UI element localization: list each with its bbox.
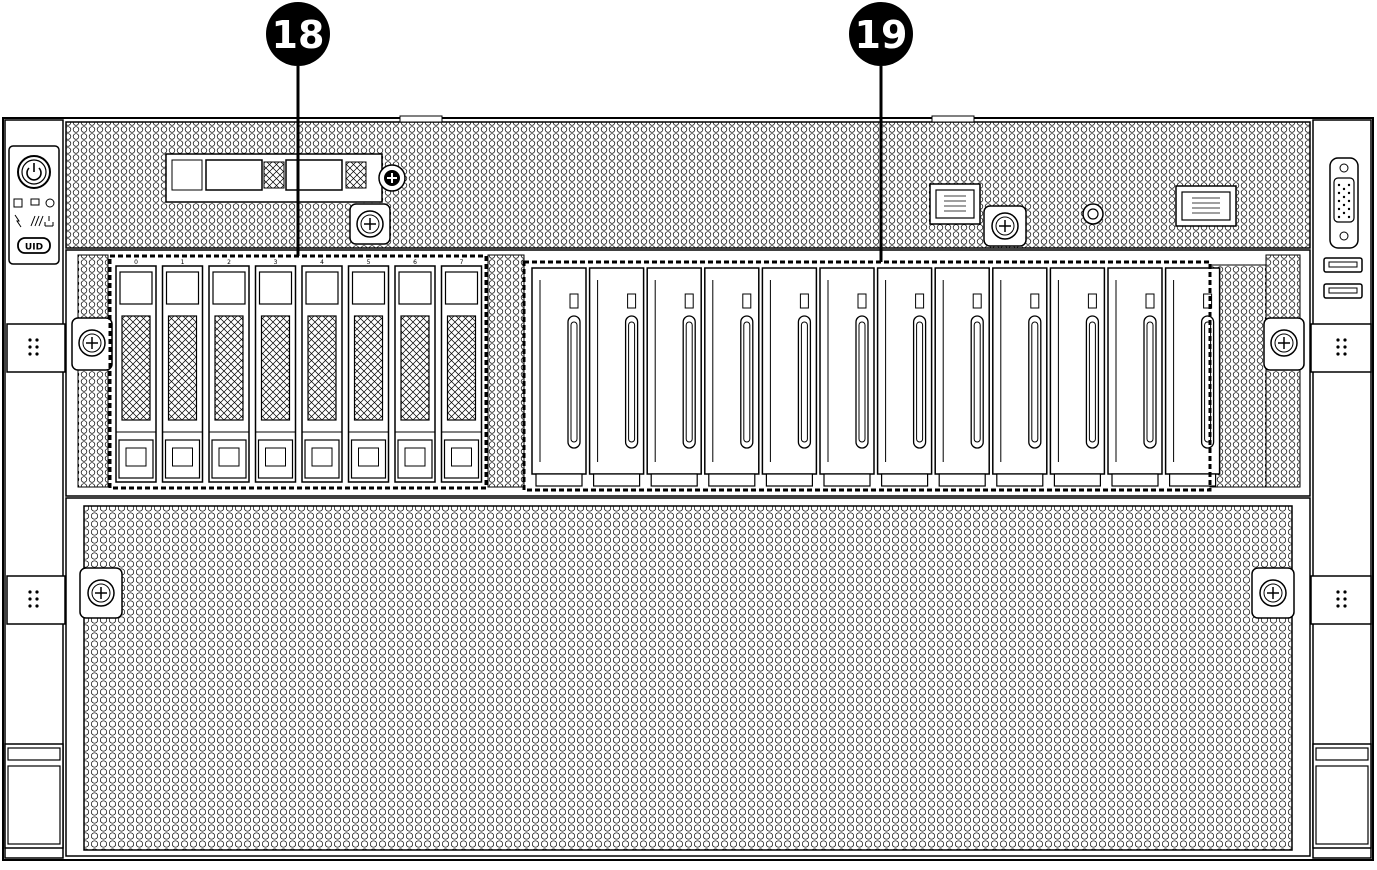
ocp-module[interactable] <box>165 153 383 203</box>
bay-number-label: 6 <box>413 259 417 266</box>
status-led-icons <box>13 198 55 228</box>
left-ear-latch-upper[interactable] <box>6 323 66 373</box>
thumbscrew-icon-7[interactable] <box>1251 567 1295 619</box>
large-drive-bay-2[interactable] <box>588 267 645 487</box>
pinhole-button-icon[interactable] <box>1082 203 1104 225</box>
uid-label: UID <box>25 243 43 253</box>
bay-number-label: 4 <box>320 259 324 266</box>
small-drive-bay-0[interactable]: 0 <box>115 259 157 483</box>
thumbscrew-icon[interactable] <box>378 164 406 192</box>
large-drive-bay-5[interactable] <box>761 267 818 487</box>
large-drive-bay-3[interactable] <box>646 267 702 487</box>
large-drive-bay-6[interactable] <box>819 267 875 487</box>
large-drive-bay-11[interactable] <box>1107 267 1163 487</box>
small-drive-bay-5[interactable]: 5 <box>347 259 390 483</box>
bottom-vent-panel <box>65 497 1311 857</box>
large-drive-bay-7[interactable] <box>876 267 933 487</box>
large-drive-bay-9[interactable] <box>992 267 1048 487</box>
thumbscrew-icon-2[interactable] <box>349 203 391 245</box>
thumbscrew-icon-6[interactable] <box>79 567 123 619</box>
vga-port-icon[interactable] <box>1329 157 1359 249</box>
left-ear-latch-lower[interactable] <box>6 575 66 625</box>
right-rack-ear <box>1310 119 1372 859</box>
large-drive-bay-10[interactable] <box>1049 267 1106 487</box>
bay-number-label: 1 <box>181 259 185 266</box>
bay-number-label: 2 <box>227 259 231 266</box>
power-button-icon[interactable] <box>17 155 51 189</box>
top-io-panel <box>65 115 1311 249</box>
right-ear-latch-lower[interactable] <box>1310 575 1372 625</box>
bay-number-label: 5 <box>367 259 371 266</box>
small-drive-bay-6[interactable]: 6 <box>394 259 436 483</box>
callout-19-label: 19 <box>855 13 908 57</box>
callout-18: 18 <box>266 2 330 256</box>
small-drive-bay-4[interactable]: 4 <box>301 259 343 483</box>
bay-number-label: 3 <box>274 259 278 266</box>
small-drive-bay-1[interactable]: 1 <box>161 259 204 483</box>
usb-port-icon-2[interactable] <box>1323 283 1363 299</box>
small-drive-bay-2[interactable]: 2 <box>208 259 250 483</box>
left-handle[interactable] <box>4 743 64 849</box>
small-drive-bay-3[interactable]: 3 <box>254 259 297 483</box>
right-handle[interactable] <box>1312 743 1372 849</box>
thumbscrew-icon-5[interactable] <box>1263 317 1305 371</box>
large-bay-group-outline <box>522 260 1212 492</box>
small-drive-bays: 0 1 2 3 4 5 6 7 <box>115 259 483 483</box>
usb-port-icon[interactable] <box>1323 257 1363 273</box>
large-drive-bay-1[interactable] <box>531 267 587 487</box>
large-drive-bay-8[interactable] <box>934 267 990 487</box>
callout-18-label: 18 <box>272 13 325 57</box>
large-drive-bays <box>531 267 1221 487</box>
rj45-port-icon-2[interactable] <box>1175 185 1237 227</box>
right-ear-latch-upper[interactable] <box>1310 323 1372 373</box>
callout-19: 19 <box>849 2 913 262</box>
small-drive-bay-7[interactable]: 7 <box>440 259 483 483</box>
thumbscrew-icon-3[interactable] <box>983 205 1027 247</box>
uid-button[interactable]: UID <box>17 237 51 254</box>
thumbscrew-icon-4[interactable] <box>71 317 113 371</box>
bay-number-label: 7 <box>460 259 464 266</box>
large-drive-bay-4[interactable] <box>704 267 760 487</box>
rj45-port-icon[interactable] <box>929 183 981 225</box>
left-rack-ear: UID <box>4 119 66 859</box>
bay-number-label: 0 <box>134 259 138 266</box>
